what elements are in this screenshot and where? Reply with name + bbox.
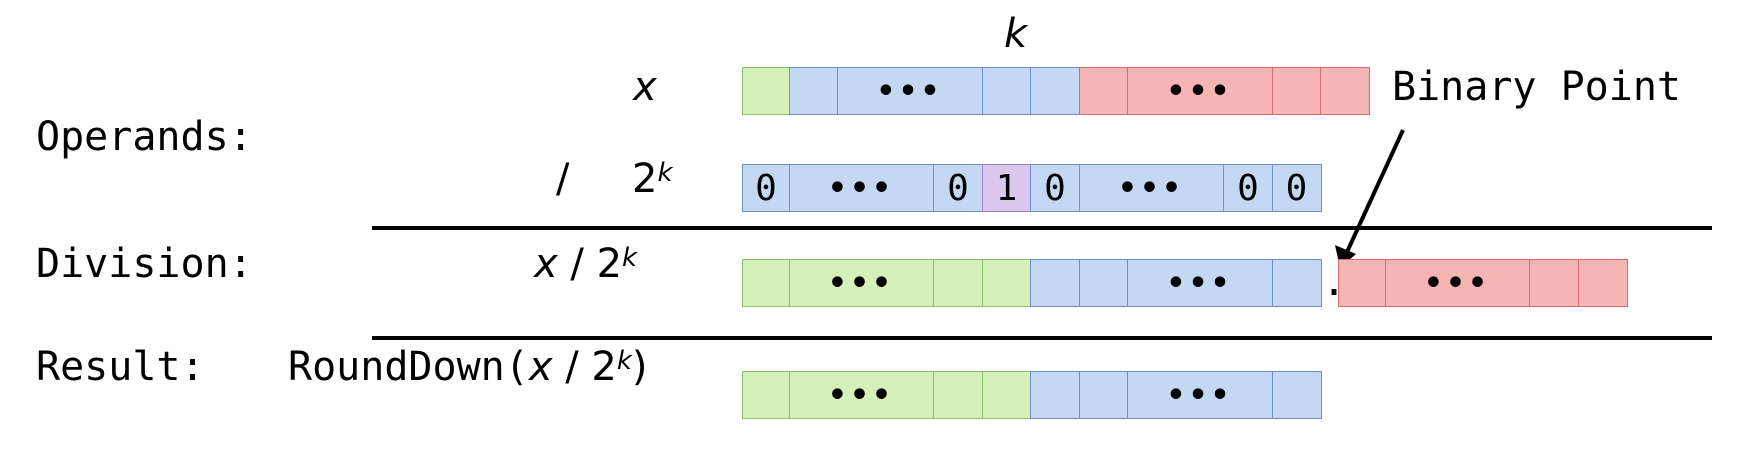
bit-cell: ••• [788,164,935,212]
bit-cell [933,259,983,307]
bit-cell [981,371,1032,419]
bit-cell [933,371,983,419]
division-expression: x / 2k [534,241,638,287]
separator-top [372,226,1712,230]
bit-cell [1271,259,1322,307]
bit-cell: ••• [1078,164,1225,212]
bit-cell: ••• [788,259,935,307]
bit-cell [1577,259,1628,307]
divisor-power: 2k [632,156,673,202]
bit-cell: 1 [981,164,1032,212]
operands-label: Operands: [36,114,253,160]
bit-cell [1529,259,1579,307]
result-label: Result: [36,344,205,390]
bit-cell: ••• [1127,259,1273,307]
bit-cell [1078,67,1129,115]
divisor-expression: / [556,156,570,202]
result-expression: RoundDown(x / 2k) [288,344,648,390]
bit-cell [981,67,1032,115]
division-fraction-row: ••• [1338,259,1628,307]
bit-cell: ••• [837,67,983,115]
bit-cell: ••• [1127,371,1273,419]
bit-cell [1078,259,1129,307]
bit-cell: ••• [1127,67,1273,115]
separator-bottom [372,336,1712,340]
bit-cell: 0 [1223,164,1273,212]
k-marker: k [1004,11,1028,57]
bit-cell [742,371,790,419]
division-label: Division: [36,241,253,287]
bit-cell: ••• [788,371,935,419]
division-integer-row: ••• ••• [742,259,1322,307]
bit-cell: 0 [1030,164,1080,212]
bit-cell [1078,371,1129,419]
bit-cell: 0 [1271,164,1322,212]
bit-cell [788,67,839,115]
bit-cell [1030,67,1080,115]
bit-cell: ••• [1384,259,1531,307]
result-bit-row: ••• ••• [742,371,1322,419]
bit-cell: 0 [742,164,790,212]
bit-cell [742,259,790,307]
bit-cell [1271,67,1322,115]
x-bit-row: ••• ••• [742,67,1370,115]
bit-cell [1271,371,1322,419]
bit-cell [1338,259,1386,307]
bit-cell [981,259,1032,307]
bit-cell [1030,371,1080,419]
operand-x: x [633,64,657,110]
bit-cell: 0 [933,164,983,212]
binary-point-label: Binary Point [1392,64,1681,110]
bit-cell [742,67,790,115]
bit-cell [1030,259,1080,307]
bit-cell [1320,67,1370,115]
